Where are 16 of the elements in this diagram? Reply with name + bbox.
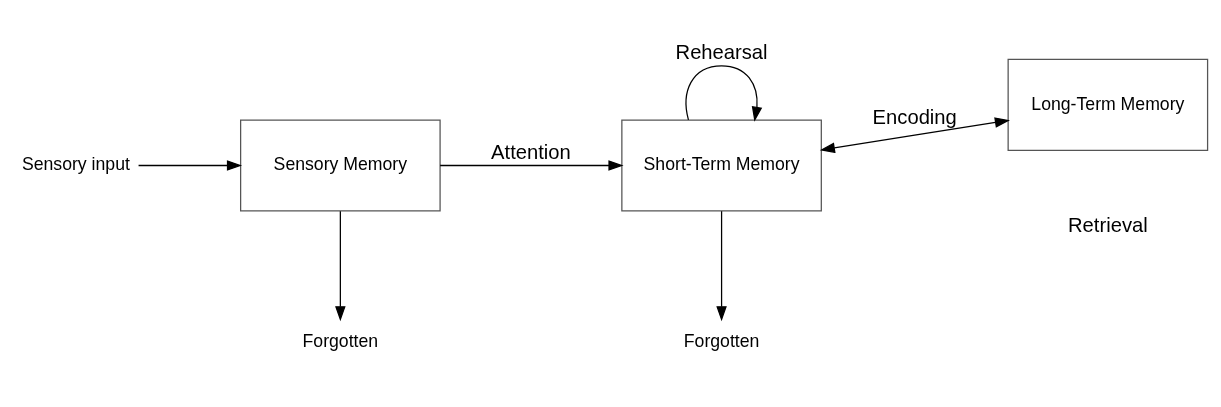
- node-box: Long-Term Memory: [1007, 58, 1209, 151]
- arrow: [439, 159, 624, 171]
- node-text: Sensory input: [21, 153, 130, 174]
- arrow: [685, 64, 763, 122]
- edge-label: Attention: [491, 140, 571, 163]
- label: Retrieval: [1068, 213, 1148, 236]
- arrow: [819, 116, 1010, 153]
- edge-label: Encoding: [872, 105, 957, 128]
- arrow: [137, 159, 243, 171]
- arrow: [716, 210, 727, 321]
- node-text: Forgotten: [302, 330, 379, 351]
- edge-label: Rehearsal: [675, 40, 768, 63]
- node-box: Short-Term Memory: [621, 118, 822, 212]
- arrow: [335, 210, 346, 321]
- node-text: Forgotten: [683, 330, 760, 351]
- node-box: Sensory Memory: [240, 118, 441, 212]
